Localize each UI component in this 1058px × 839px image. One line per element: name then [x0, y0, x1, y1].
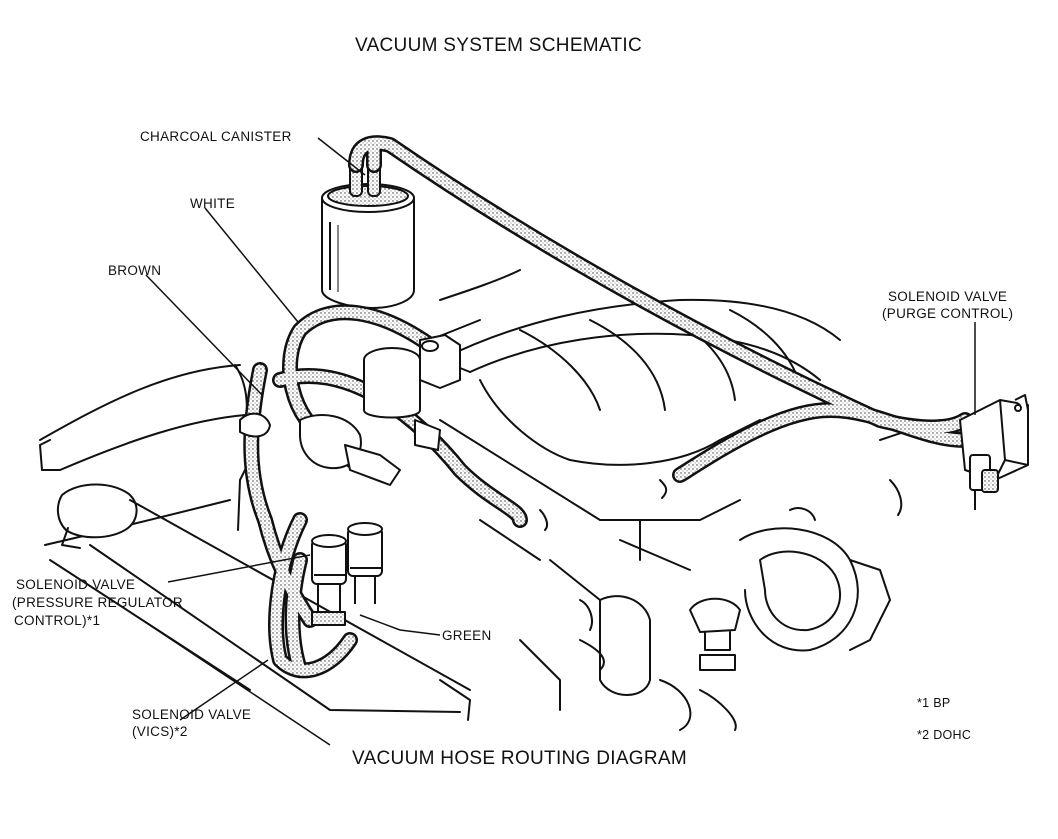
diagram-caption: VACUUM HOSE ROUTING DIAGRAM	[352, 748, 687, 769]
charcoal-canister	[321, 159, 415, 309]
solenoid-valves-lower	[311, 522, 383, 626]
label-solenoid-pressure-line2: (PRESSURE REGULATOR	[12, 595, 183, 610]
label-solenoid-vics-line2: (VICS)*2	[132, 724, 188, 739]
label-white: WHITE	[190, 196, 235, 211]
footnote-2: *2 DOHC	[917, 728, 972, 742]
diagram-title: VACUUM SYSTEM SCHEMATIC	[355, 35, 642, 56]
label-solenoid-pressure-line3: CONTROL)*1	[14, 613, 101, 628]
label-solenoid-purge-line2: (PURGE CONTROL)	[882, 306, 1014, 321]
label-green: GREEN	[442, 628, 492, 643]
central-valve-assembly	[239, 334, 461, 486]
label-solenoid-pressure-line1: SOLENOID VALVE	[16, 577, 136, 592]
label-solenoid-vics-line1: SOLENOID VALVE	[132, 707, 252, 722]
label-brown: BROWN	[108, 263, 162, 278]
leader-lines	[129, 137, 976, 746]
engine-block-outline	[39, 269, 941, 731]
solenoid-valve-purge-control	[959, 394, 1029, 510]
footnote-1: *1 BP	[917, 696, 951, 710]
label-solenoid-purge-line1: SOLENOID VALVE	[888, 289, 1008, 304]
vacuum-hoses	[243, 135, 973, 679]
label-charcoal-canister: CHARCOAL CANISTER	[140, 129, 292, 144]
